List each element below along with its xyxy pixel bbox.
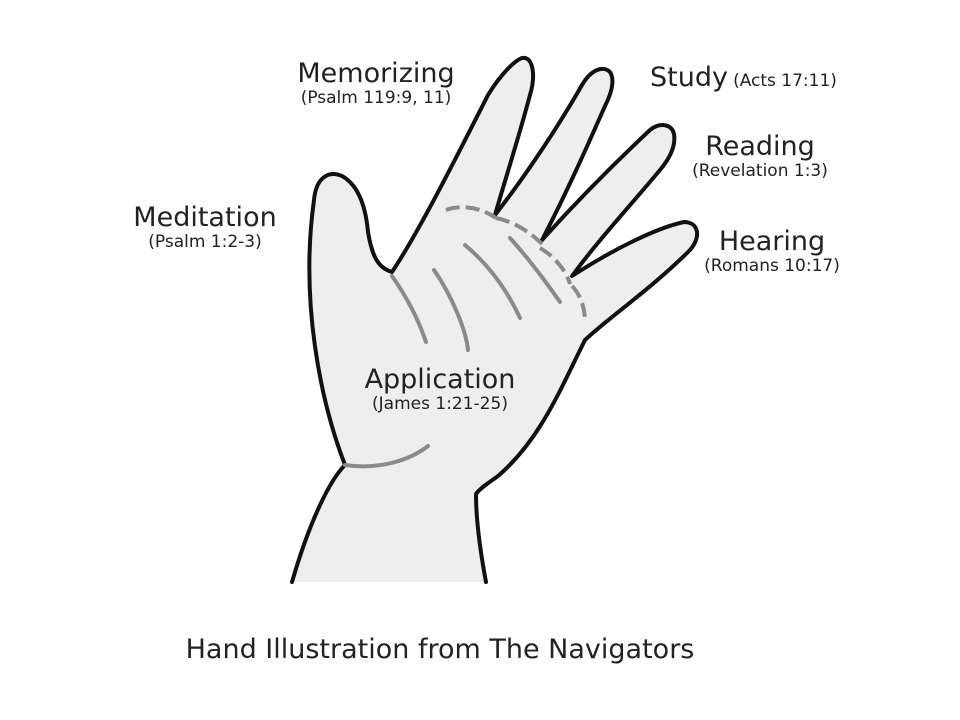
study-title: Study: [650, 62, 728, 93]
memorizing-title: Memorizing: [297, 58, 455, 89]
caption: Hand Illustration from The Navigators: [185, 634, 695, 665]
hearing-title: Hearing: [718, 226, 826, 257]
crease-pinky: [570, 284, 587, 319]
palm-line-thumb: [390, 274, 428, 344]
crease-index: [445, 205, 498, 220]
label-meditation: Meditation (Psalm 1:2-3): [110, 202, 300, 253]
label-study: Study (Acts 17:11): [650, 62, 837, 93]
label-hearing: Hearing (Romans 10:17): [682, 226, 862, 277]
application-title: Application: [364, 364, 516, 395]
hearing-ref: (Romans 10:17): [704, 256, 840, 277]
label-application: Application (James 1:21-25): [340, 364, 540, 415]
palm-line-pinky: [508, 236, 562, 304]
wrist-crease: [343, 444, 430, 469]
hand-outline: [290, 55, 700, 584]
reading-title: Reading: [705, 131, 815, 162]
palm-line-middle: [463, 243, 522, 320]
label-reading: Reading (Revelation 1:3): [670, 131, 850, 182]
crease-middle: [495, 216, 544, 246]
study-ref: (Acts 17:11): [733, 71, 837, 91]
meditation-ref: (Psalm 1:2-3): [148, 232, 262, 253]
crease-ring: [538, 246, 572, 285]
memorizing-ref: (Psalm 119:9, 11): [300, 88, 452, 109]
reading-ref: (Revelation 1:3): [692, 161, 828, 182]
meditation-title: Meditation: [133, 202, 277, 233]
label-memorizing: Memorizing (Psalm 119:9, 11): [276, 58, 476, 109]
palm-line-center: [432, 268, 470, 352]
application-ref: (James 1:21-25): [372, 394, 508, 415]
